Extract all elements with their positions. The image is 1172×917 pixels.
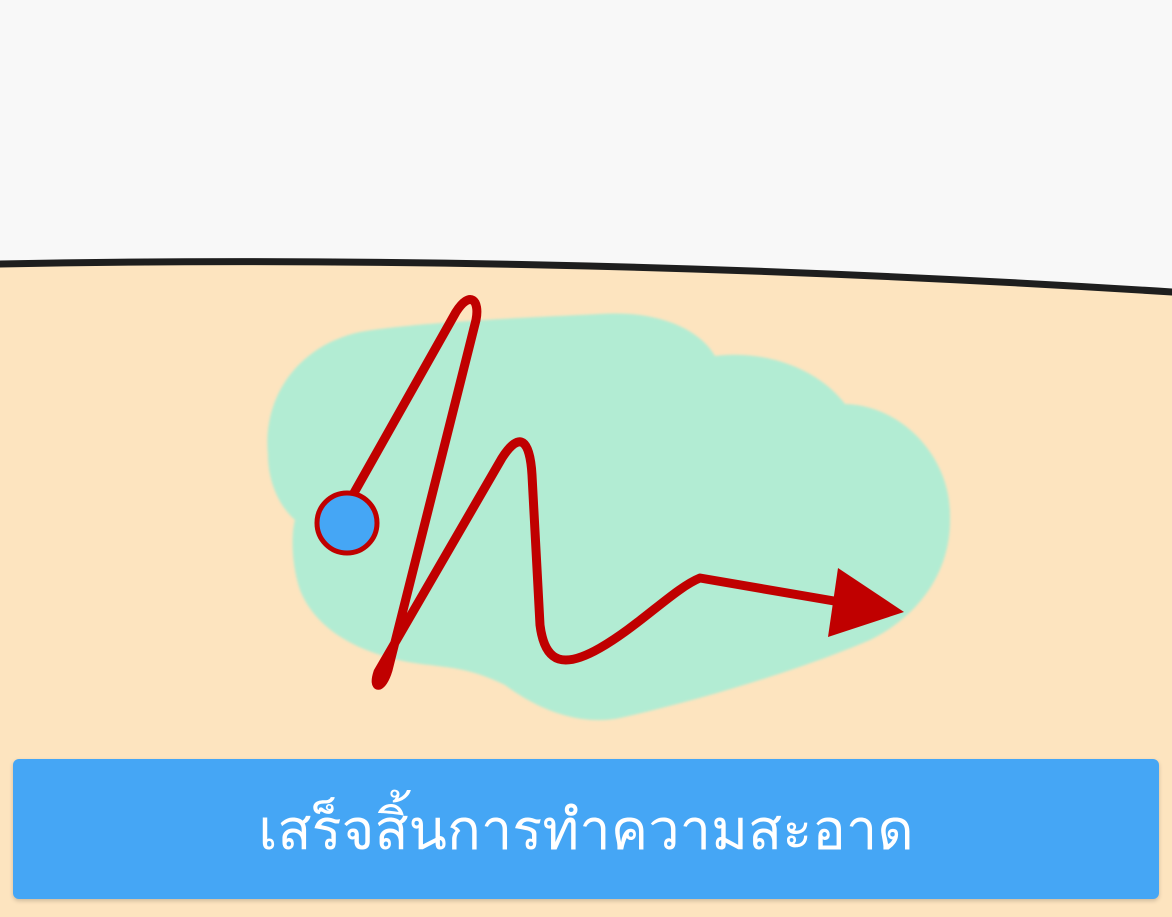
floor-edge-line bbox=[0, 258, 1172, 296]
finish-cleaning-button[interactable]: เสร็จสิ้นการทำความสะอาด bbox=[13, 759, 1159, 899]
cleaning-path-line bbox=[345, 295, 845, 690]
circle-start-icon bbox=[314, 490, 380, 556]
top-empty-area bbox=[0, 0, 1172, 300]
dirty-area-blob bbox=[267, 313, 951, 721]
arrow-head-icon bbox=[828, 568, 904, 637]
